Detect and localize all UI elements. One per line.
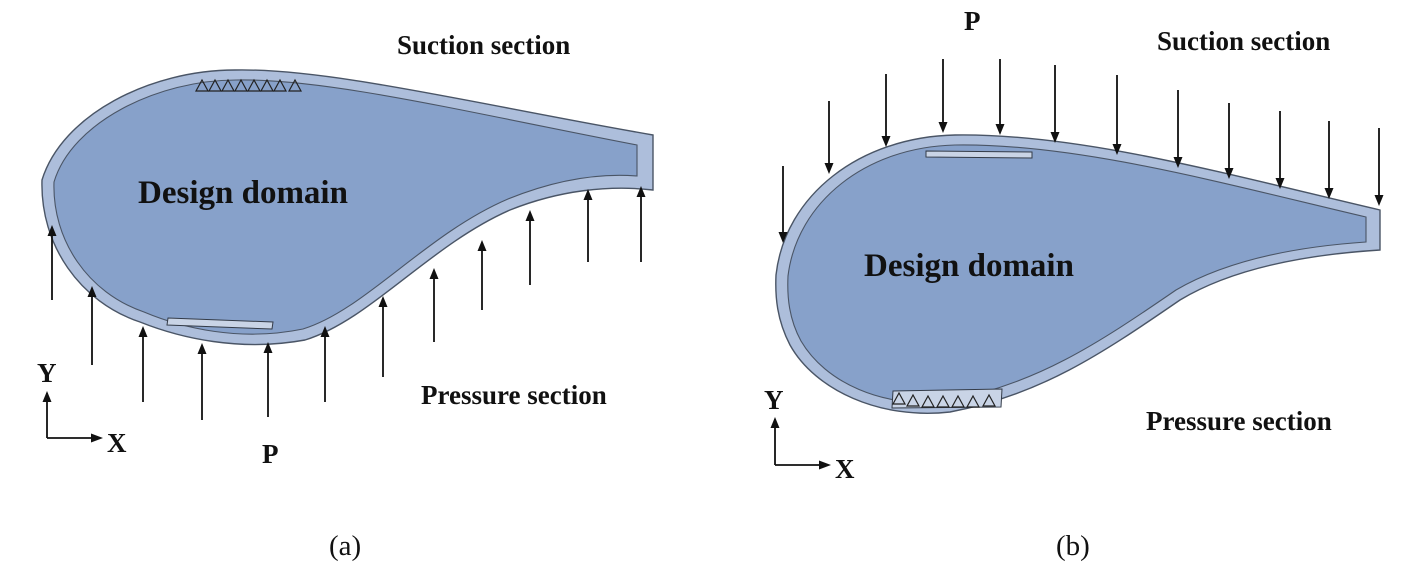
axes-a <box>42 391 103 443</box>
support-triangle <box>891 391 907 405</box>
load-arrow <box>378 296 388 377</box>
support-triangle <box>194 78 210 92</box>
fixed-supports-a <box>194 78 303 92</box>
support-triangle <box>259 78 275 92</box>
load-arrow <box>263 342 273 417</box>
blade-b-inner <box>787 144 1367 403</box>
blade-b <box>775 134 1381 414</box>
support-triangle <box>220 78 236 92</box>
support-triangle <box>920 394 936 408</box>
load-arrow <box>138 326 148 402</box>
load-arrow <box>995 59 1005 135</box>
support-triangle <box>981 393 997 407</box>
load-arrow <box>525 210 535 285</box>
load-arrow <box>1374 128 1384 206</box>
load-arrow <box>1324 121 1334 199</box>
axis-x-label-a: X <box>107 428 127 458</box>
pressure-section-label-b: Pressure section <box>1146 406 1332 436</box>
design-domain-label-a: Design domain <box>138 175 348 211</box>
support-strip-a <box>166 317 274 330</box>
load-arrow <box>881 74 891 147</box>
design-domain-label-b: Design domain <box>864 248 1074 284</box>
panel-b: P Suction section Design domain Pressure… <box>764 6 1384 562</box>
support-triangle <box>965 394 981 408</box>
support-triangle <box>905 393 921 407</box>
support-triangle <box>207 78 223 92</box>
load-p-label-b: P <box>964 6 981 36</box>
load-arrow <box>47 225 57 300</box>
support-triangle <box>272 78 288 92</box>
load-arrow <box>87 286 97 365</box>
load-arrow <box>477 240 487 310</box>
axes-b <box>770 417 831 470</box>
blade-a <box>41 69 654 346</box>
suction-section-label-a: Suction section <box>397 30 570 60</box>
load-arrow <box>1224 103 1234 179</box>
load-arrow <box>1050 65 1060 143</box>
load-arrow <box>636 186 646 262</box>
load-arrow <box>197 343 207 420</box>
load-arrow <box>824 101 834 174</box>
fixed-supports-b <box>891 391 997 408</box>
pressure-section-label-a: Pressure section <box>421 380 607 410</box>
load-arrow <box>1275 111 1285 189</box>
support-strip-b-bottom <box>891 388 1003 409</box>
load-arrow <box>1173 90 1183 168</box>
load-arrow <box>583 189 593 262</box>
axis-y-label-a: Y <box>37 358 57 388</box>
support-strip-b-top <box>925 150 1033 159</box>
axis-x-label-b: X <box>835 454 855 484</box>
load-arrow <box>778 166 788 243</box>
panel-a: Suction section Design domain Pressure s… <box>37 30 654 562</box>
support-triangle <box>287 78 303 92</box>
blade-a-inner <box>53 79 638 335</box>
support-triangle <box>246 78 262 92</box>
load-arrow <box>938 59 948 133</box>
load-arrow <box>320 326 330 402</box>
load-p-label-a: P <box>262 439 279 469</box>
support-triangle <box>233 78 249 92</box>
caption-a: (a) <box>329 530 361 562</box>
support-triangle <box>935 394 951 408</box>
caption-b: (b) <box>1056 530 1090 562</box>
suction-section-label-b: Suction section <box>1157 26 1330 56</box>
pressure-load-arrows-b <box>778 59 1384 243</box>
load-arrow <box>429 268 439 342</box>
load-arrow <box>1112 75 1122 155</box>
axis-y-label-b: Y <box>764 385 784 415</box>
pressure-load-arrows-a <box>47 186 646 420</box>
support-triangle <box>950 394 966 408</box>
